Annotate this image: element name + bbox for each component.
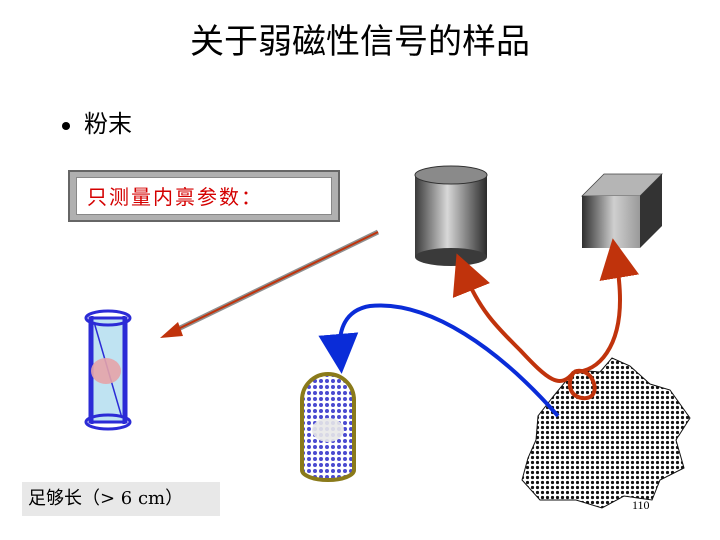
intrinsic-note-text: 只测量内禀参数： — [76, 177, 332, 215]
cube-sample-icon — [581, 173, 663, 248]
blue-arrow — [318, 303, 560, 418]
red-loop — [567, 368, 597, 401]
intrinsic-note-box: 只测量内禀参数： — [68, 170, 340, 222]
tube-holder-icon — [84, 309, 132, 431]
pointer-arrow — [160, 229, 380, 338]
capsule-icon — [300, 372, 356, 482]
slide-title: 关于弱磁性信号的样品 — [190, 22, 530, 62]
red-arrow-to-cube — [573, 238, 640, 374]
bullet-dot — [62, 121, 70, 130]
rock-sample-icon — [521, 357, 691, 509]
cylinder-sample-icon — [414, 165, 488, 266]
bullet-item-powder: 粉末 — [62, 104, 132, 139]
red-arrow-to-cylinder — [452, 253, 576, 383]
bullet-text: 粉末 — [84, 110, 132, 138]
length-condition-label: 足够长（> 6 cm） — [22, 482, 220, 516]
page-number: 110 — [632, 498, 650, 512]
